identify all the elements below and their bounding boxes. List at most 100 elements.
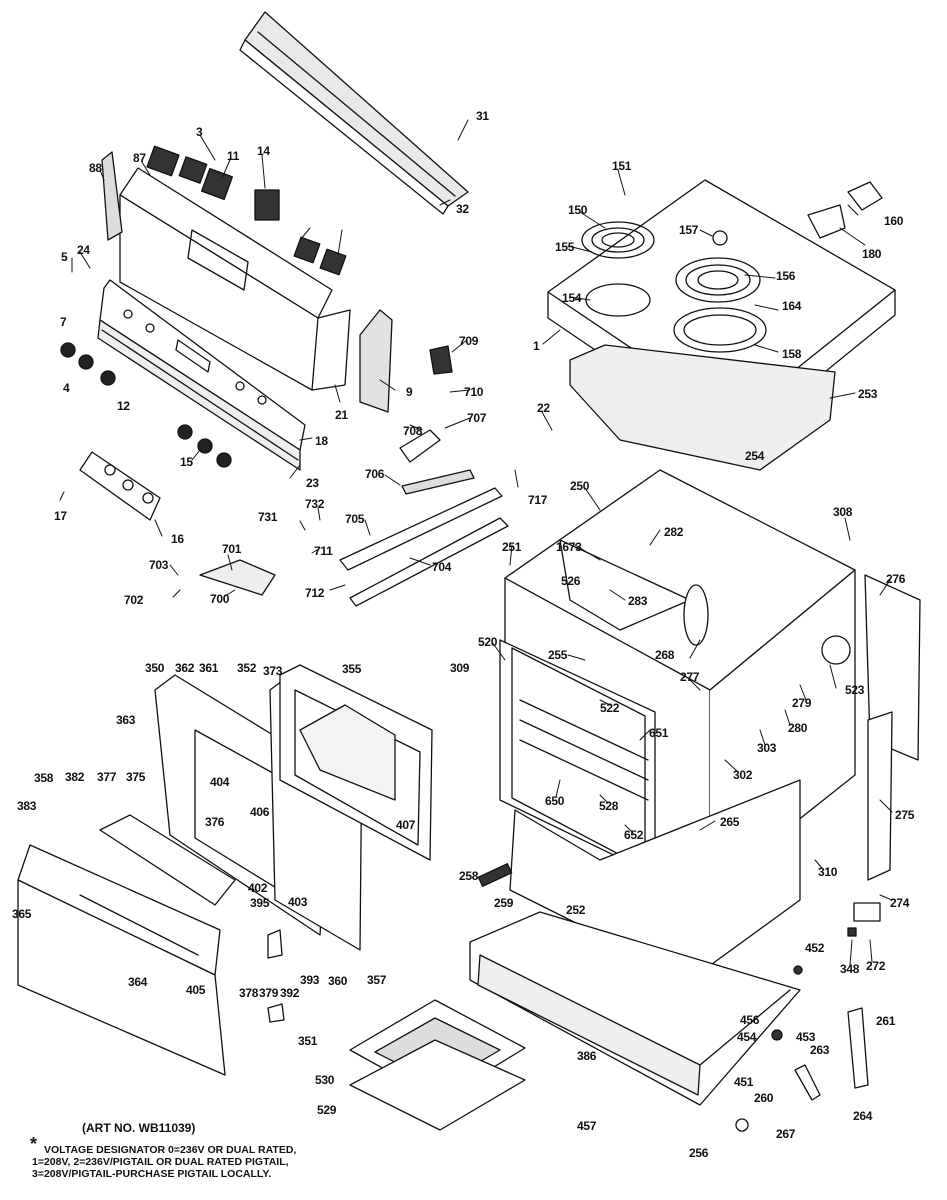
callout-529: 529	[317, 1103, 337, 1117]
callout-32: 32	[456, 202, 469, 216]
callout-373: 373	[263, 664, 283, 678]
door-latch-hardware	[199, 345, 509, 607]
callout-650: 650	[545, 794, 565, 808]
callout-402: 402	[248, 881, 268, 895]
callout-268: 268	[655, 648, 675, 662]
callout-652: 652	[624, 828, 644, 842]
callout-277: 277	[680, 670, 700, 684]
broiler-pan-part	[349, 999, 526, 1131]
callout-405: 405	[186, 983, 206, 997]
callout-731: 731	[258, 510, 278, 524]
callout-700: 700	[210, 592, 230, 606]
callout-87: 87	[133, 151, 146, 165]
callout-263: 263	[810, 1043, 830, 1057]
callout-260: 260	[754, 1091, 774, 1105]
callout-310: 310	[818, 865, 838, 879]
callout-17: 17	[54, 509, 67, 523]
control-panel-part	[119, 145, 351, 391]
callout-5: 5	[61, 250, 68, 264]
callout-530: 530	[315, 1073, 335, 1087]
callout-88: 88	[89, 161, 102, 175]
callout-362: 362	[175, 661, 195, 675]
callout-348: 348	[840, 962, 860, 976]
callout-254: 254	[745, 449, 765, 463]
callout-251: 251	[502, 540, 522, 554]
callout-703: 703	[149, 558, 169, 572]
callout-526: 526	[561, 574, 581, 588]
callout-456: 456	[740, 1013, 760, 1027]
callout-9: 9	[406, 385, 413, 399]
callout-256: 256	[689, 1146, 709, 1160]
callout-407: 407	[396, 818, 416, 832]
callout-706: 706	[365, 467, 385, 481]
callout-452: 452	[805, 941, 825, 955]
callout-406: 406	[250, 805, 270, 819]
callout-11: 11	[227, 149, 240, 163]
callout-355: 355	[342, 662, 362, 676]
lower-cabinet-part	[509, 779, 801, 981]
voltage-footnote: * VOLTAGE DESIGNATOR 0=236V OR DUAL RATE…	[30, 1135, 372, 1180]
footnote-asterisk: *	[30, 1134, 38, 1154]
callout-160: 160	[884, 214, 904, 228]
callout-709: 709	[459, 334, 479, 348]
callout-255: 255	[548, 648, 568, 662]
callout-259: 259	[494, 896, 514, 910]
callout-283: 283	[628, 594, 648, 608]
callout-267: 267	[776, 1127, 796, 1141]
callout-21: 21	[335, 408, 348, 422]
callout-264: 264	[853, 1109, 873, 1123]
callout-154: 154	[562, 291, 582, 305]
top-trim-part	[239, 11, 469, 215]
callout-280: 280	[788, 721, 808, 735]
callout-712: 712	[305, 586, 325, 600]
callout-150: 150	[568, 203, 588, 217]
callout-309: 309	[450, 661, 470, 675]
side-bracket-part	[101, 151, 123, 241]
callout-155: 155	[555, 240, 575, 254]
callout-156: 156	[776, 269, 796, 283]
burner-box-part	[569, 344, 836, 471]
callout-274: 274	[890, 896, 910, 910]
callout-302: 302	[733, 768, 753, 782]
callout-350: 350	[145, 661, 165, 675]
callout-392: 392	[280, 986, 300, 1000]
callout-705: 705	[345, 512, 365, 526]
callout-528: 528	[599, 799, 619, 813]
knob-parts	[60, 342, 232, 468]
callout-361: 361	[199, 661, 219, 675]
callout-258: 258	[459, 869, 479, 883]
callout-272: 272	[866, 959, 886, 973]
callout-24: 24	[77, 243, 90, 257]
callout-1673: 1673	[556, 540, 582, 554]
side-trim-part	[359, 309, 393, 413]
callout-523: 523	[845, 683, 865, 697]
callout-250: 250	[570, 479, 590, 493]
callout-363: 363	[116, 713, 136, 727]
callout-365: 365	[12, 907, 32, 921]
oven-body-part	[499, 469, 856, 891]
callout-22: 22	[537, 401, 550, 415]
terminal-block-part	[807, 181, 883, 239]
callout-453: 453	[796, 1030, 816, 1044]
callout-378: 378	[239, 986, 259, 1000]
callout-23: 23	[306, 476, 319, 490]
callout-707: 707	[467, 411, 487, 425]
callout-12: 12	[117, 399, 130, 413]
footnote-line: VOLTAGE DESIGNATOR 0=236V OR DUAL RATED,	[44, 1144, 297, 1156]
callout-382: 382	[65, 770, 85, 784]
oven-door-assembly	[17, 664, 433, 1076]
callout-393: 393	[300, 973, 320, 987]
callout-164: 164	[782, 299, 802, 313]
callout-276: 276	[886, 572, 906, 586]
callout-253: 253	[858, 387, 878, 401]
callout-265: 265	[720, 815, 740, 829]
callout-303: 303	[757, 741, 777, 755]
callout-457: 457	[577, 1119, 597, 1133]
callout-3: 3	[196, 125, 203, 139]
cooktop-part	[547, 179, 896, 446]
callout-710: 710	[464, 385, 484, 399]
callout-31: 31	[476, 109, 489, 123]
callout-358: 358	[34, 771, 54, 785]
callout-376: 376	[205, 815, 225, 829]
